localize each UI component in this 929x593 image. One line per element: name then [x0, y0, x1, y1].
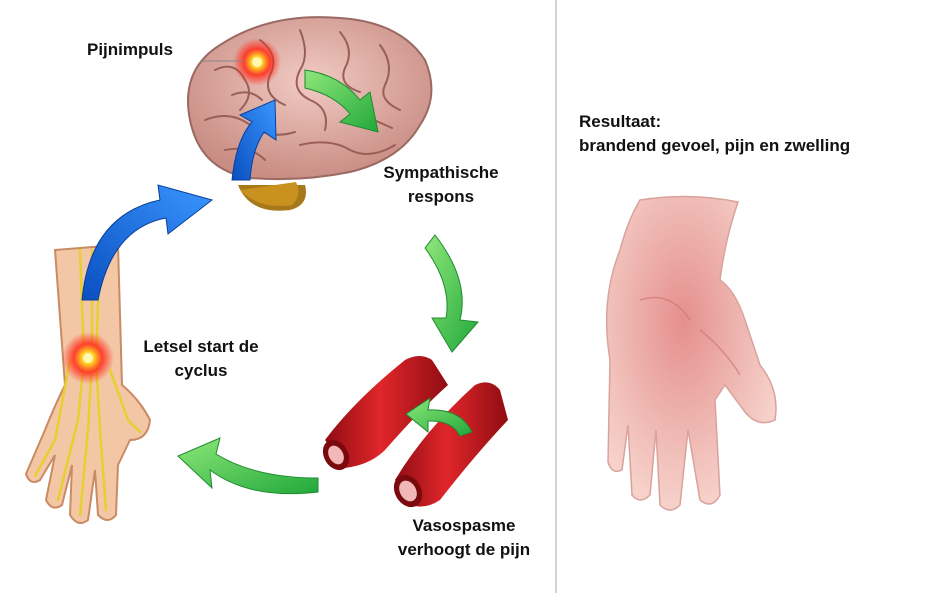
- panel-divider: [555, 0, 557, 593]
- sympathetic-response-label: Sympathische respons: [366, 161, 516, 209]
- green-arrow-icon: [424, 234, 480, 353]
- arm-nerve-illustration: [24, 243, 152, 525]
- injury-start-line2: cyclus: [174, 361, 228, 380]
- green-arrow-icon: [405, 396, 473, 437]
- swollen-hand-illustration: [605, 195, 777, 511]
- wrist-pain-glow-icon: [62, 332, 114, 384]
- vasospasm-line1: Vasospasme: [412, 516, 516, 535]
- green-arrow-icon: [304, 69, 379, 133]
- result-text: brandend gevoel, pijn en zwelling: [579, 136, 851, 155]
- green-arrow-icon: [177, 437, 319, 495]
- injury-start-line1: Letsel start de: [143, 337, 259, 356]
- sympathetic-response-line2: respons: [407, 187, 475, 206]
- blue-arrow-icon: [81, 184, 214, 301]
- blood-vessel-illustration: [322, 356, 508, 508]
- result-label: Resultaat: brandend gevoel, pijn en zwel…: [579, 110, 850, 158]
- brain-pain-glow-icon: [200, 38, 281, 86]
- blue-arrow-icon: [231, 99, 277, 181]
- vasospasm-label: Vasospasme verhoogt de pijn: [378, 514, 550, 562]
- pain-impulse-label: Pijnimpuls: [87, 40, 173, 59]
- injury-start-label: Letsel start de cyclus: [122, 335, 280, 383]
- sympathetic-response-line1: Sympathische: [383, 163, 499, 182]
- vasospasm-line2: verhoogt de pijn: [397, 540, 531, 559]
- result-title: Resultaat:: [579, 112, 662, 131]
